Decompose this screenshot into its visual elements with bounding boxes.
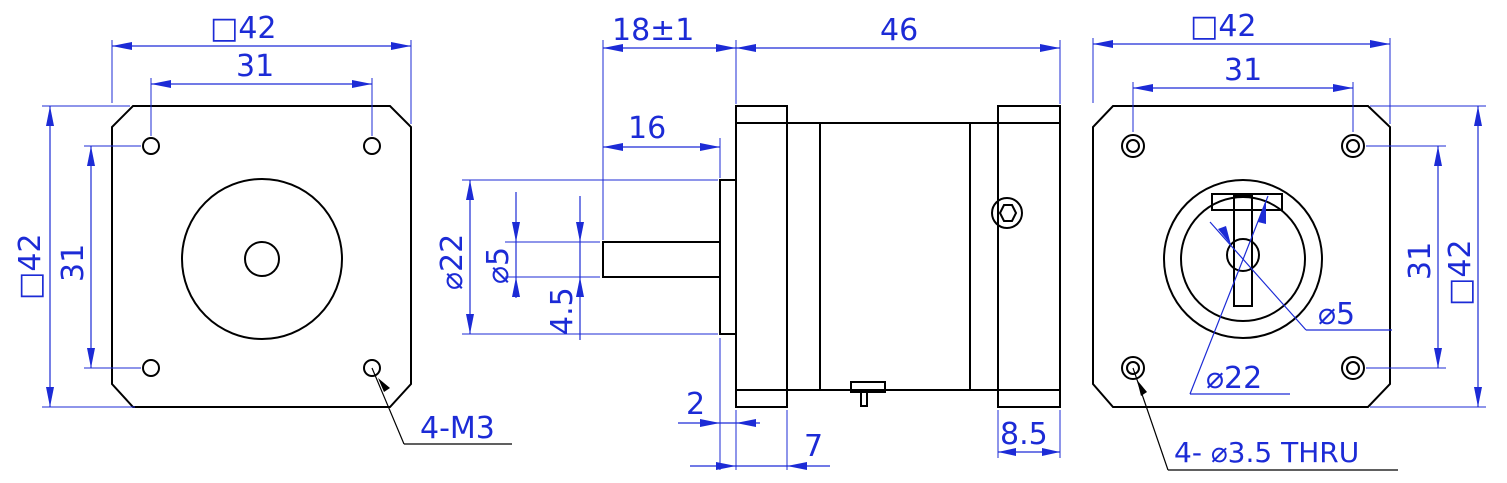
side-body [786, 122, 971, 391]
rear-view: □42 31 31 □42 ⌀5 ⌀22 [1092, 9, 1486, 471]
rear-rotor-slot [1233, 195, 1253, 307]
side-flange-thick-label: 7 [804, 429, 823, 464]
rear-top-square-label: □42 [1190, 9, 1257, 44]
side-shaft [602, 241, 721, 278]
front-mount-hole-bl [142, 359, 160, 377]
rear-outer-boss [1163, 179, 1323, 339]
front-top-spacing-label: 31 [236, 49, 274, 84]
front-top-square-label: □42 [210, 11, 277, 46]
side-shaft-dia-label: ⌀5 [481, 247, 516, 284]
rear-boss-dia-label: ⌀22 [1206, 361, 1262, 396]
rear-right-spacing-label: 31 [1403, 242, 1438, 280]
front-left-square-label: □42 [13, 233, 48, 300]
front-hole-callout: 4-M3 [420, 411, 495, 446]
front-mount-hole-br [363, 359, 381, 377]
front-body-outline [111, 105, 412, 408]
rear-hole-tr [1341, 134, 1365, 158]
rear-hole-br [1341, 356, 1365, 380]
rear-shaft [1226, 238, 1260, 272]
side-shaft-total-label: 18±1 [612, 13, 694, 48]
rear-shaft-dia-label: ⌀5 [1318, 297, 1355, 332]
rear-hole-callout: 4- ⌀3.5 THRU [1174, 436, 1359, 469]
side-set-screw [991, 197, 1023, 229]
side-front-flange [735, 105, 788, 408]
rear-top-spacing-label: 31 [1224, 53, 1262, 88]
front-mount-hole-tr [363, 137, 381, 155]
front-shaft-circle [244, 241, 280, 277]
side-body-length-label: 46 [880, 13, 918, 48]
rear-hole-tl [1121, 134, 1145, 158]
side-boss-dia-label: ⌀22 [435, 234, 470, 290]
rear-right-square-label: □42 [1443, 239, 1478, 306]
side-view: 18±1 46 16 ⌀22 ⌀5 4.5 2 [435, 13, 1061, 470]
side-boss [719, 179, 737, 335]
rear-hole-bl [1121, 356, 1145, 380]
front-left-spacing-label: 31 [56, 244, 91, 282]
side-shaft-length-label: 16 [628, 111, 666, 146]
side-rear-cap [997, 105, 1061, 408]
side-flat-depth-label: 4.5 [545, 287, 580, 335]
front-view: □42 31 □42 31 4-M3 [13, 11, 512, 446]
front-mount-hole-tl [142, 137, 160, 155]
rear-body-outline [1092, 105, 1391, 408]
front-boss-circle [181, 178, 343, 340]
side-rear-cap-label: 8.5 [1000, 417, 1048, 452]
side-mid-band [969, 122, 999, 391]
side-boss-height-label: 2 [686, 387, 705, 422]
